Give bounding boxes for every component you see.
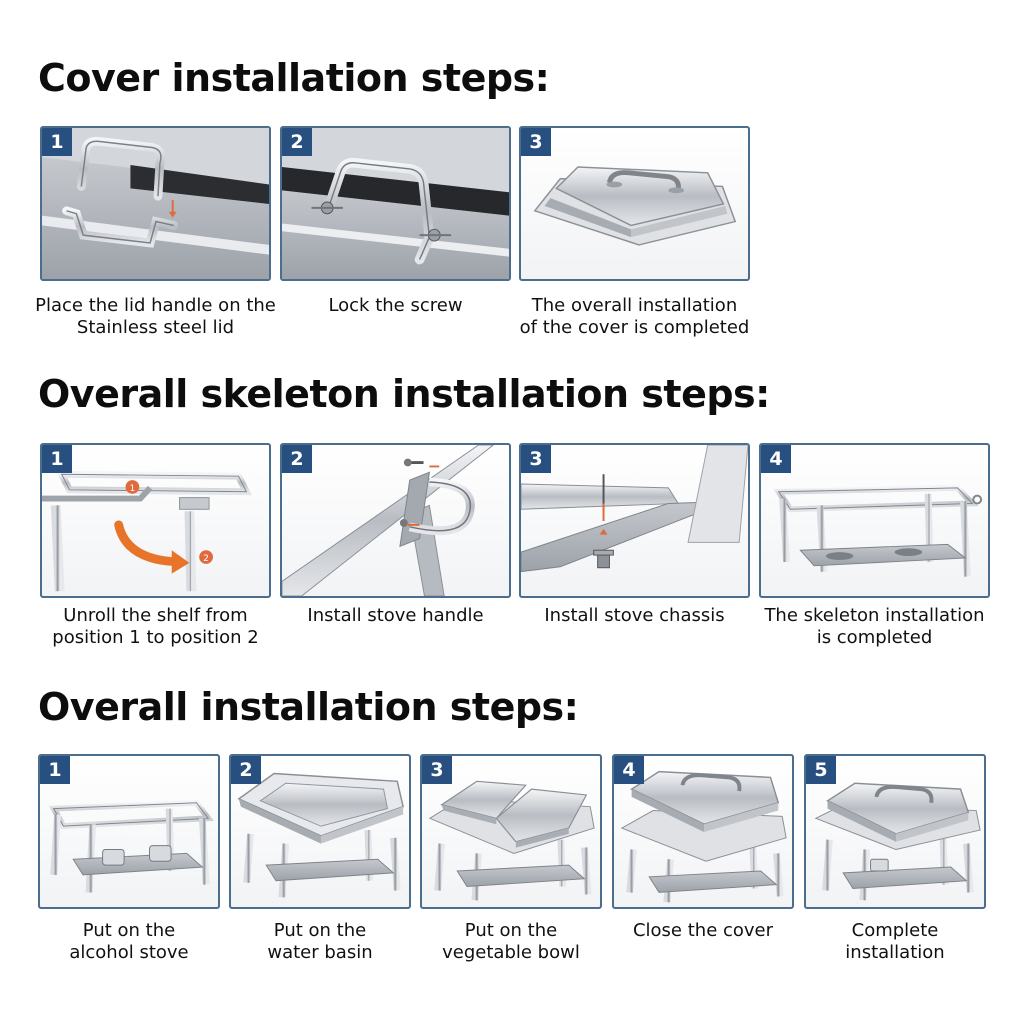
caption-line: Close the cover <box>632 920 774 941</box>
skeleton-step-3-caption: Install stove chassis <box>519 605 750 627</box>
cover-step-3-panel: 3 <box>519 126 750 281</box>
overall-step-4-caption: Close the cover <box>592 920 814 942</box>
caption-line: of the cover is completed <box>519 317 750 338</box>
skeleton-step-1-panel: 1 1 2 <box>40 443 271 598</box>
alcohol-stove-illustration <box>48 799 214 893</box>
caption-line: Install stove chassis <box>544 605 725 626</box>
skeleton-step-4-caption: The skeleton installation is completed <box>744 605 1005 649</box>
skeleton-step-4-panel: 4 <box>759 443 990 598</box>
step-number-badge: 2 <box>231 756 261 784</box>
caption-line: water basin <box>267 942 373 963</box>
lid-handle-placement-illustration <box>42 128 269 279</box>
completed-cover-illustration <box>533 166 737 246</box>
install-stove-handle-illustration <box>282 445 495 596</box>
step-number-badge: 2 <box>282 445 312 473</box>
cover-step-1-panel: 1 <box>40 126 271 281</box>
overall-step-5-panel: 5 <box>804 754 986 909</box>
caption-line: alcohol stove <box>69 942 189 963</box>
overall-step-1-panel: 1 <box>38 754 220 909</box>
step-number-badge: 1 <box>40 756 70 784</box>
caption-line: position 1 to position 2 <box>52 627 259 648</box>
unroll-shelf-illustration: 1 2 <box>42 470 252 592</box>
skeleton-installation-heading: Overall skeleton installation steps: <box>38 372 770 416</box>
overall-step-2-caption: Put on the water basin <box>221 920 419 964</box>
position-marker-1: 1 <box>130 484 136 494</box>
caption-line: Complete <box>851 920 939 941</box>
caption-line: installation <box>845 942 945 963</box>
caption-line: Put on the <box>273 920 367 941</box>
skeleton-step-1-caption: Unroll the shelf from position 1 to posi… <box>20 605 291 649</box>
cover-installation-heading: Cover installation steps: <box>38 56 550 100</box>
step-number-badge: 4 <box>614 756 644 784</box>
overall-step-3-caption: Put on the vegetable bowl <box>402 920 620 964</box>
caption-line: The skeleton installation <box>764 605 985 626</box>
skeleton-step-2-caption: Install stove handle <box>280 605 511 627</box>
cover-step-2-panel: 2 <box>280 126 511 281</box>
caption-line: Place the lid handle on the <box>35 295 276 316</box>
lock-screw-illustration <box>282 128 509 279</box>
step-number-badge: 3 <box>521 128 551 156</box>
step-number-badge: 3 <box>521 445 551 473</box>
caption-line: Lock the screw <box>328 295 463 316</box>
caption-line: Put on the <box>464 920 558 941</box>
overall-step-4-panel: 4 <box>612 754 794 909</box>
overall-step-5-caption: Complete installation <box>796 920 994 964</box>
cover-step-2-caption: Lock the screw <box>280 295 511 317</box>
caption-line: Unroll the shelf from <box>63 605 248 626</box>
completed-skeleton-illustration <box>773 484 983 577</box>
caption-line: vegetable bowl <box>442 942 580 963</box>
water-basin-illustration <box>237 772 404 898</box>
caption-line: Stainless steel lid <box>76 317 235 338</box>
overall-installation-heading: Overall installation steps: <box>38 685 579 729</box>
overall-step-2-panel: 2 <box>229 754 411 909</box>
install-stove-chassis-illustration <box>521 445 748 573</box>
step-number-badge: 5 <box>806 756 836 784</box>
step-number-badge: 2 <box>282 128 312 156</box>
vegetable-bowl-illustration <box>428 780 595 901</box>
caption-line: is completed <box>816 627 933 648</box>
step-number-badge: 1 <box>42 128 72 156</box>
close-cover-illustration <box>620 770 787 903</box>
caption-line: Put on the <box>82 920 176 941</box>
skeleton-step-3-panel: 3 <box>519 443 750 598</box>
skeleton-step-2-panel: 2 <box>280 443 511 598</box>
step-number-badge: 1 <box>42 445 72 473</box>
step-number-badge: 3 <box>422 756 452 784</box>
cover-step-1-caption: Place the lid handle on the Stainless st… <box>10 295 301 339</box>
overall-step-3-panel: 3 <box>420 754 602 909</box>
overall-step-1-caption: Put on the alcohol stove <box>30 920 228 964</box>
caption-line: The overall installation <box>531 295 738 316</box>
step-number-badge: 4 <box>761 445 791 473</box>
complete-installation-illustration <box>814 782 981 901</box>
caption-line: Install stove handle <box>307 605 484 626</box>
cover-step-3-caption: The overall installation of the cover is… <box>494 295 775 339</box>
position-marker-2: 2 <box>203 554 209 564</box>
